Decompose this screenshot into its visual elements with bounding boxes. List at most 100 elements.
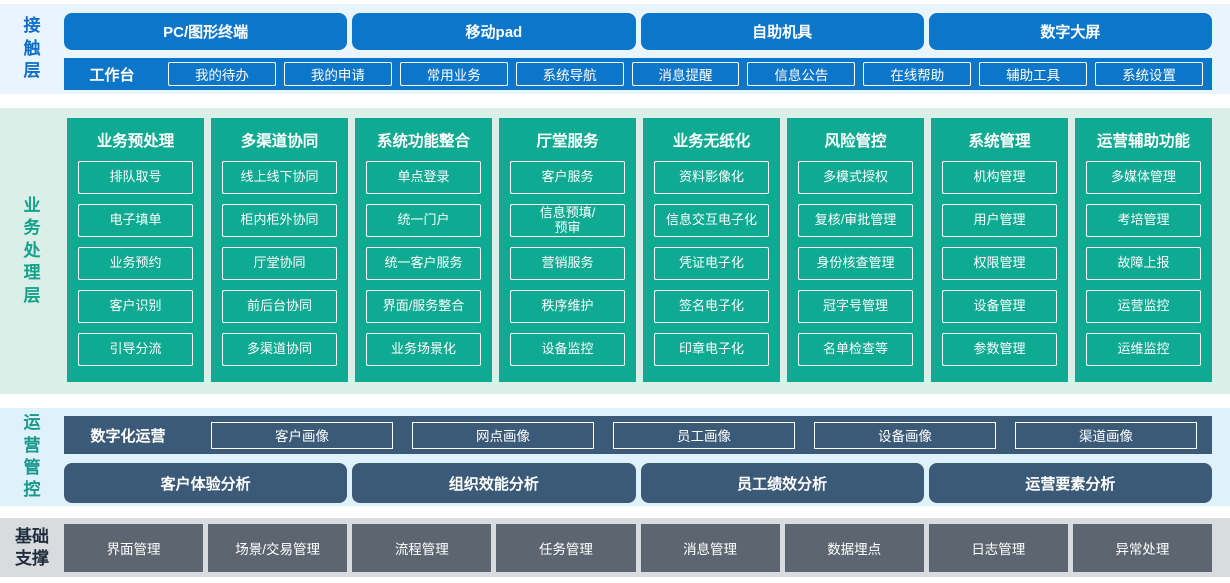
column-hall-service: 厅堂服务 客户服务 信息预填/ 预审 营销服务 秩序维护 设备监控 bbox=[499, 118, 636, 382]
biz-item: 名单检查等 bbox=[798, 333, 913, 366]
biz-item: 线上线下协同 bbox=[222, 161, 337, 194]
workbench-label: 工作台 bbox=[89, 66, 135, 84]
workbench-item-system-navigation: 系统导航 bbox=[515, 62, 624, 86]
workbench-item-auxiliary-tools: 辅助工具 bbox=[979, 62, 1088, 86]
biz-item: 业务场景化 bbox=[366, 333, 481, 366]
column-title: 系统管理 bbox=[968, 133, 1031, 150]
biz-item: 用户管理 bbox=[942, 204, 1057, 237]
biz-item: 前后台协同 bbox=[222, 290, 337, 323]
workbench-item-my-todo: 我的待办 bbox=[168, 62, 276, 86]
biz-item: 运维监控 bbox=[1086, 333, 1201, 366]
column-title: 系统功能整合 bbox=[376, 133, 470, 150]
biz-item: 业务预约 bbox=[78, 247, 193, 280]
terminal-mobile-pad: 移动pad bbox=[352, 13, 636, 50]
biz-item: 签名电子化 bbox=[654, 290, 769, 323]
operations-layer-label: 运 营 管 控 bbox=[23, 413, 41, 500]
workbench-item-my-applications: 我的申请 bbox=[283, 62, 392, 86]
biz-item: 多渠道协同 bbox=[222, 333, 337, 366]
column-title: 风险管控 bbox=[824, 133, 887, 150]
analysis-operation-elements: 运营要素分析 bbox=[928, 463, 1212, 503]
terminal-self-service: 自助机具 bbox=[640, 13, 924, 50]
digital-operation-label: 数字化运营 bbox=[90, 427, 166, 445]
column-system-management: 系统管理 机构管理 用户管理 权限管理 设备管理 参数管理 bbox=[931, 118, 1068, 382]
column-business-preprocessing: 业务预处理 排队取号 电子填单 业务预约 客户识别 引导分流 bbox=[67, 118, 204, 382]
biz-item: 故障上报 bbox=[1086, 247, 1201, 280]
biz-item: 冠字号管理 bbox=[798, 290, 913, 323]
digital-operation-bar: 数字化运营 客户画像 网点画像 员工画像 设备画像 渠道画像 bbox=[64, 416, 1212, 454]
column-title: 业务预处理 bbox=[96, 133, 175, 150]
foundation-process-management: 流程管理 bbox=[352, 523, 492, 572]
analysis-organization-efficiency: 组织效能分析 bbox=[352, 463, 636, 503]
column-title: 厅堂服务 bbox=[536, 133, 599, 150]
portrait-customer: 客户画像 bbox=[211, 421, 393, 449]
biz-item: 排队取号 bbox=[78, 161, 193, 194]
biz-item: 界面/服务整合 bbox=[366, 290, 481, 323]
foundation-support-layer: 基础 支撑 界面管理 场景/交易管理 流程管理 任务管理 消息管理 数据埋点 日… bbox=[0, 518, 1230, 577]
biz-item: 印章电子化 bbox=[654, 333, 769, 366]
foundation-message-management: 消息管理 bbox=[640, 523, 780, 572]
biz-item: 柜内柜外协同 bbox=[222, 204, 337, 237]
biz-item: 信息预填/ 预审 bbox=[510, 204, 625, 237]
workbench-item-online-help: 在线帮助 bbox=[863, 62, 972, 86]
business-layer-body: 业务预处理 排队取号 电子填单 业务预约 客户识别 引导分流 多渠道协同 线上线… bbox=[64, 108, 1230, 394]
biz-item: 资料影像化 bbox=[654, 161, 769, 194]
workbench-bar: 工作台 我的待办 我的申请 常用业务 系统导航 消息提醒 信息公告 在线帮助 辅… bbox=[64, 58, 1212, 90]
biz-item: 客户识别 bbox=[78, 290, 193, 323]
biz-item: 复核/审批管理 bbox=[798, 204, 913, 237]
column-risk-control: 风险管控 多模式授权 复核/审批管理 身份核查管理 冠字号管理 名单检查等 bbox=[787, 118, 924, 382]
terminal-digital-screen: 数字大屏 bbox=[928, 13, 1212, 50]
analysis-customer-experience: 客户体验分析 bbox=[64, 463, 348, 503]
biz-item: 单点登录 bbox=[366, 161, 481, 194]
biz-item: 机构管理 bbox=[942, 161, 1057, 194]
biz-item: 引导分流 bbox=[78, 333, 193, 366]
workbench-item-info-announcement: 信息公告 bbox=[747, 62, 856, 86]
column-title: 运营辅助功能 bbox=[1096, 133, 1190, 150]
contact-layer-body: PC/图形终端 移动pad 自助机具 数字大屏 工作台 我的待办 我的申请 常用… bbox=[64, 4, 1230, 94]
terminal-pc-graphic: PC/图形终端 bbox=[64, 13, 348, 50]
analysis-employee-performance: 员工绩效分析 bbox=[640, 463, 924, 503]
contact-layer-label: 接 触 层 bbox=[23, 16, 41, 81]
biz-item: 电子填单 bbox=[78, 204, 193, 237]
workbench-item-message-reminder: 消息提醒 bbox=[631, 62, 740, 86]
terminal-row: PC/图形终端 移动pad 自助机具 数字大屏 bbox=[64, 13, 1212, 50]
contact-layer: 接 触 层 PC/图形终端 移动pad 自助机具 数字大屏 工作台 我的待办 我… bbox=[0, 4, 1230, 94]
biz-item: 统一客户服务 bbox=[366, 247, 481, 280]
biz-item: 身份核查管理 bbox=[798, 247, 913, 280]
operations-control-layer: 运 营 管 控 数字化运营 客户画像 网点画像 员工画像 设备画像 渠道画像 客… bbox=[0, 408, 1230, 506]
column-operation-auxiliary-functions: 运营辅助功能 多媒体管理 考培管理 故障上报 运营监控 运维监控 bbox=[1075, 118, 1212, 382]
column-title: 多渠道协同 bbox=[240, 133, 319, 150]
foundation-task-management: 任务管理 bbox=[496, 523, 636, 572]
business-layer-label: 业 务 处 理 层 bbox=[23, 195, 41, 305]
biz-item: 权限管理 bbox=[942, 247, 1057, 280]
portrait-branch: 网点画像 bbox=[412, 421, 594, 449]
column-multi-channel-collaboration: 多渠道协同 线上线下协同 柜内柜外协同 厅堂协同 前后台协同 多渠道协同 bbox=[211, 118, 348, 382]
operations-layer-body: 数字化运营 客户画像 网点画像 员工画像 设备画像 渠道画像 客户体验分析 组织… bbox=[64, 408, 1230, 506]
biz-item: 凭证电子化 bbox=[654, 247, 769, 280]
biz-item: 多模式授权 bbox=[798, 161, 913, 194]
biz-item: 厅堂协同 bbox=[222, 247, 337, 280]
biz-item: 运营监控 bbox=[1086, 290, 1201, 323]
biz-item: 客户服务 bbox=[510, 161, 625, 194]
biz-item: 统一门户 bbox=[366, 204, 481, 237]
foundation-layer-body: 界面管理 场景/交易管理 流程管理 任务管理 消息管理 数据埋点 日志管理 异常… bbox=[64, 518, 1230, 577]
analysis-row: 客户体验分析 组织效能分析 员工绩效分析 运营要素分析 bbox=[64, 463, 1212, 503]
biz-item: 秩序维护 bbox=[510, 290, 625, 323]
foundation-layer-label: 基础 支撑 bbox=[15, 527, 49, 568]
biz-item: 设备管理 bbox=[942, 290, 1057, 323]
foundation-ui-management: 界面管理 bbox=[64, 523, 204, 572]
biz-item: 参数管理 bbox=[942, 333, 1057, 366]
biz-item: 营销服务 bbox=[510, 247, 625, 280]
portrait-channel: 渠道画像 bbox=[1015, 421, 1197, 449]
workbench-item-common-business: 常用业务 bbox=[399, 62, 508, 86]
foundation-exception-handling: 异常处理 bbox=[1072, 523, 1212, 572]
biz-item: 多媒体管理 bbox=[1086, 161, 1201, 194]
column-system-function-integration: 系统功能整合 单点登录 统一门户 统一客户服务 界面/服务整合 业务场景化 bbox=[355, 118, 492, 382]
foundation-data-tracking: 数据埋点 bbox=[784, 523, 924, 572]
portrait-employee: 员工画像 bbox=[613, 421, 795, 449]
business-processing-layer: 业 务 处 理 层 业务预处理 排队取号 电子填单 业务预约 客户识别 引导分流… bbox=[0, 108, 1230, 394]
biz-item: 信息交互电子化 bbox=[654, 204, 769, 237]
biz-item: 考培管理 bbox=[1086, 204, 1201, 237]
foundation-scene-transaction-management: 场景/交易管理 bbox=[208, 523, 348, 572]
portrait-device: 设备画像 bbox=[814, 421, 996, 449]
